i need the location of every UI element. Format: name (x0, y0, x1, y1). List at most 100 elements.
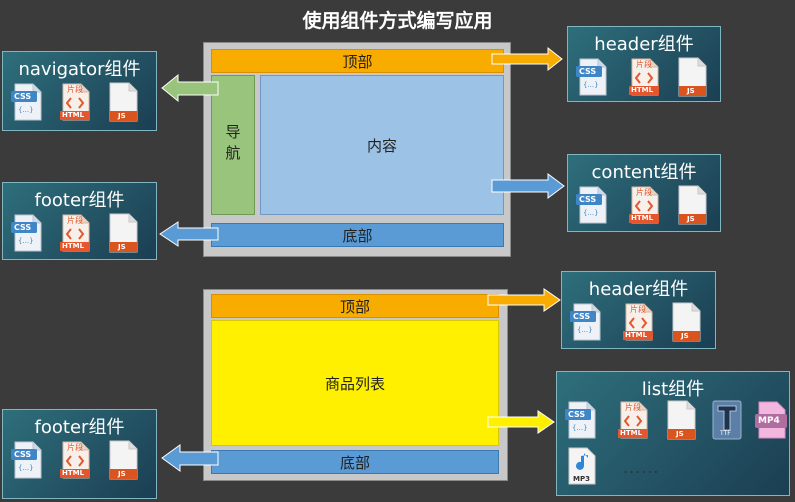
html-icon-label: HTML (62, 242, 85, 250)
js-file-icon: JS (676, 185, 708, 225)
card-title: navigator组件 (18, 59, 141, 80)
js-file-icon: JS (670, 302, 702, 342)
list-component-card: list组件 CSS {...} 片段 HTML JS TTF (556, 371, 790, 496)
page1-header-label: 顶部 (342, 52, 373, 71)
arrow-navigator (161, 73, 219, 103)
html-icon-top: 片段 (625, 403, 641, 412)
js-file-icon: JS (107, 440, 139, 480)
card-title: list组件 (641, 379, 705, 400)
html-file-icon: 片段 HTML (59, 440, 91, 480)
js-file-icon: JS (107, 82, 139, 122)
css-icon-label: CSS (568, 410, 586, 419)
js-file-icon: JS (676, 57, 708, 97)
page1-footer-block: 底部 (211, 223, 504, 247)
html-file-icon: 片段 HTML (617, 400, 649, 440)
html-file-icon: 片段 HTML (628, 57, 660, 97)
header-component-card-1: header组件 CSS {...} 片段 HTML JS (567, 26, 721, 102)
arrow-footer2 (161, 444, 219, 472)
mp3-icon-label: MP3 (573, 475, 590, 483)
navigator-component-card: navigator组件 CSS {...} 片段 HTML JS (2, 51, 157, 131)
html-file-icon: 片段 HTML (628, 185, 660, 225)
mp3-file-icon: MP3 (565, 446, 597, 486)
card-title: header组件 (588, 279, 689, 300)
page1-content-label: 内容 (366, 136, 397, 155)
page2-layout: 顶部 商品列表 底部 (203, 289, 508, 481)
footer-component-card-1: footer组件 CSS {...} 片段 HTML JS (2, 182, 157, 260)
css-icon-label: CSS (14, 223, 32, 232)
header-component-card-2: header组件 CSS {...} 片段 HTML JS (561, 271, 716, 349)
mp4-file-icon: MP4 (755, 400, 787, 440)
html-icon-top: 片段 (67, 85, 83, 94)
js-file-icon: JS (107, 213, 139, 253)
mp4-icon-label: MP4 (758, 416, 780, 426)
css-icon-sub: {...} (572, 424, 588, 432)
ttf-icon-label: TTF (720, 430, 731, 437)
card-title: footer组件 (34, 190, 125, 211)
css-icon-sub: {...} (18, 464, 34, 472)
css-file-icon: CSS {...} (576, 57, 608, 97)
card-title: footer组件 (34, 417, 125, 438)
ttf-font-icon: TTF (711, 400, 743, 440)
css-icon-label: CSS (14, 450, 32, 459)
html-icon-label: HTML (625, 331, 648, 339)
css-icon-sub: {...} (577, 326, 593, 334)
html-icon-top: 片段 (67, 443, 83, 452)
js-icon-label: JS (118, 112, 126, 120)
footer-component-card-2: footer组件 CSS {...} 片段 HTML JS (2, 409, 157, 499)
card-title: content组件 (591, 162, 697, 183)
js-file-icon: JS (665, 400, 697, 440)
page2-list-block: 商品列表 (211, 320, 499, 446)
page1-content-block: 内容 (260, 75, 504, 215)
page2-list-label: 商品列表 (324, 374, 385, 393)
html-icon-top: 片段 (67, 216, 83, 225)
html-icon-top: 片段 (630, 305, 646, 314)
html-icon-label: HTML (620, 429, 643, 437)
css-file-icon: CSS {...} (565, 400, 597, 440)
content-component-card: content组件 CSS {...} 片段 HTML JS (567, 154, 721, 232)
arrow-content (491, 173, 565, 199)
css-icon-sub: {...} (583, 81, 599, 89)
html-icon-top: 片段 (636, 60, 652, 69)
js-icon-label: JS (118, 470, 126, 478)
page1-footer-label: 底部 (342, 226, 373, 245)
css-icon-sub: {...} (583, 209, 599, 217)
arrow-footer1 (159, 221, 219, 247)
css-file-icon: CSS {...} (11, 82, 43, 122)
css-file-icon: CSS {...} (11, 213, 43, 253)
arrow-header2 (487, 288, 561, 312)
page1-layout: 顶部 导航 内容 底部 (203, 42, 511, 257)
js-icon-label: JS (687, 87, 695, 95)
page2-footer-label: 底部 (339, 453, 370, 472)
css-file-icon: CSS {...} (11, 440, 43, 480)
html-icon-top: 片段 (636, 188, 652, 197)
css-icon-label: CSS (579, 67, 597, 76)
css-file-icon: CSS {...} (570, 302, 602, 342)
page2-header-block: 顶部 (211, 294, 499, 318)
js-icon-label: JS (676, 430, 684, 438)
html-icon-label: HTML (631, 214, 654, 222)
diagram-title: 使用组件方式编写应用 (302, 10, 493, 32)
arrow-list (487, 410, 555, 434)
page1-header-block: 顶部 (211, 49, 504, 73)
card-title: header组件 (594, 34, 694, 55)
css-icon-label: CSS (579, 195, 597, 204)
arrow-header1 (491, 46, 563, 72)
js-icon-label: JS (681, 332, 689, 340)
html-icon-label: HTML (631, 86, 654, 94)
css-icon-sub: {...} (18, 237, 34, 245)
js-icon-label: JS (687, 215, 695, 223)
html-icon-label: HTML (62, 111, 85, 119)
html-icon-label: HTML (62, 469, 85, 477)
html-file-icon: 片段 HTML (59, 82, 91, 122)
css-file-icon: CSS {...} (576, 185, 608, 225)
html-file-icon: 片段 HTML (59, 213, 91, 253)
page1-nav-label: 导航 (223, 124, 242, 166)
css-icon-label: CSS (573, 312, 591, 321)
js-icon-label: JS (118, 243, 126, 251)
more-files-ellipsis: ...... (623, 458, 660, 477)
page1-nav-block: 导航 (211, 75, 255, 215)
css-icon-sub: {...} (18, 106, 34, 114)
page2-header-label: 顶部 (339, 297, 370, 316)
css-icon-label: CSS (14, 92, 32, 101)
